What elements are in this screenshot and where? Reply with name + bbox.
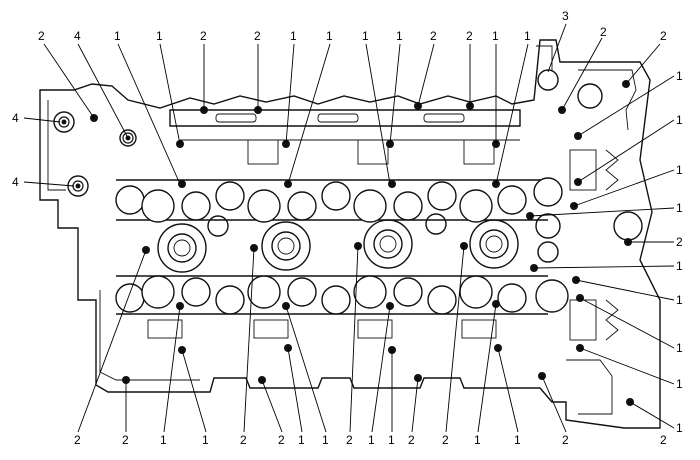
callout-label: 1: [492, 29, 499, 43]
callout-label: 4: [12, 111, 19, 125]
callout-label: 1: [676, 201, 683, 215]
callout-label: 2: [346, 433, 353, 447]
callout-label: 4: [12, 175, 19, 189]
callout-label: 1: [514, 433, 521, 447]
cylinder-head-outline: [39, 39, 661, 429]
callout-label: 1: [362, 29, 369, 43]
callout-label: 2: [660, 433, 667, 447]
callout-label: 2: [74, 433, 81, 447]
leader-lines: [23, 23, 675, 433]
callout-label: 1: [676, 293, 683, 307]
callout-label: 1: [676, 113, 683, 127]
callout-label: 2: [430, 29, 437, 43]
callout-label: 2: [240, 433, 247, 447]
callout-label: 1: [202, 433, 209, 447]
callout-label: 4: [74, 29, 81, 43]
callout-label: 2: [442, 433, 449, 447]
callout-label: 1: [524, 29, 531, 43]
callout-label: 1: [388, 433, 395, 447]
callout-label: 1: [676, 377, 683, 391]
callout-label: 1: [676, 421, 683, 435]
camshaft-row-top: [115, 177, 563, 223]
callout-label: 1: [156, 29, 163, 43]
callout-label: 2: [562, 433, 569, 447]
callout-label: 2: [676, 235, 683, 249]
callout-label: 1: [298, 433, 305, 447]
callout-label: 2: [278, 433, 285, 447]
misc-features: [53, 69, 643, 341]
callout-label: 1: [114, 29, 121, 43]
callout-label: 1: [290, 29, 297, 43]
spark-plug-wells: [157, 219, 519, 273]
callout-labels-left: 4 4: [12, 111, 19, 189]
callout-label: 2: [38, 29, 45, 43]
callout-label: 1: [474, 433, 481, 447]
callout-label: 1: [676, 341, 683, 355]
callout-label: 1: [676, 163, 683, 177]
callout-label: 2: [408, 433, 415, 447]
top-rail: [169, 109, 521, 165]
callout-label: 1: [160, 433, 167, 447]
callout-label: 1: [326, 29, 333, 43]
callout-label: 1: [322, 433, 329, 447]
callout-label: 2: [660, 29, 667, 43]
callout-label: 2: [122, 433, 129, 447]
callout-label: 1: [676, 259, 683, 273]
callout-label: 1: [676, 69, 683, 83]
callout-label: 2: [600, 25, 607, 39]
callout-label: 2: [254, 29, 261, 43]
callout-labels-right: 1 1 1 1 1 2 1 1 1 1: [676, 69, 683, 435]
callout-label: 1: [368, 433, 375, 447]
camshaft-row-bottom: [115, 275, 569, 315]
callout-labels-bottom: 2 2 1 1 2 2 1 1 2 1 1 2 2 1 1 2 2: [74, 433, 667, 447]
callout-label: 3: [562, 9, 569, 23]
callout-label: 2: [200, 29, 207, 43]
callout-label: 1: [396, 29, 403, 43]
bolt-markers: [58, 80, 634, 406]
callout-labels-top: 2 4 1 1 2 2 1 1 1 1 2 2 1 1 3 2 2: [38, 9, 667, 43]
callout-label: 2: [466, 29, 473, 43]
